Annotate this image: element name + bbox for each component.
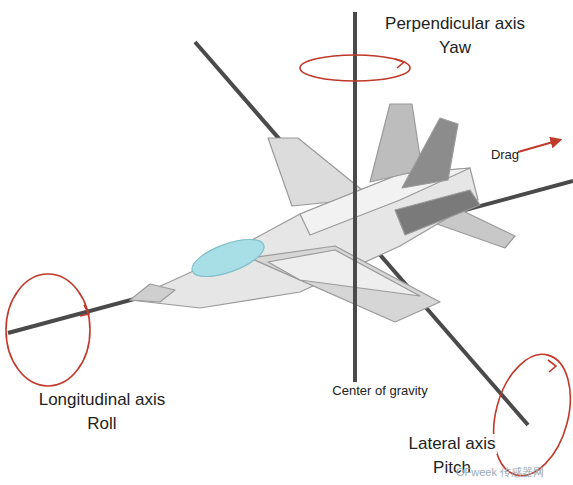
force-name: Drag [489,148,521,163]
axis-name: Longitudinal axis [37,390,168,410]
jet-aircraft [130,104,515,322]
motion-name: Roll [85,414,118,434]
longitudinal-axis [8,181,573,333]
watermark: OFweek 传感器网 [454,466,546,479]
motion-name: Yaw [437,38,473,58]
axis-name: Lateral axis [407,434,498,454]
drag-arrow [518,140,560,152]
rotation-arrows [6,55,573,484]
perpendicular-axis [353,12,357,382]
point-name: Center of gravity [330,384,429,399]
axis-name: Perpendicular axis [383,14,527,34]
